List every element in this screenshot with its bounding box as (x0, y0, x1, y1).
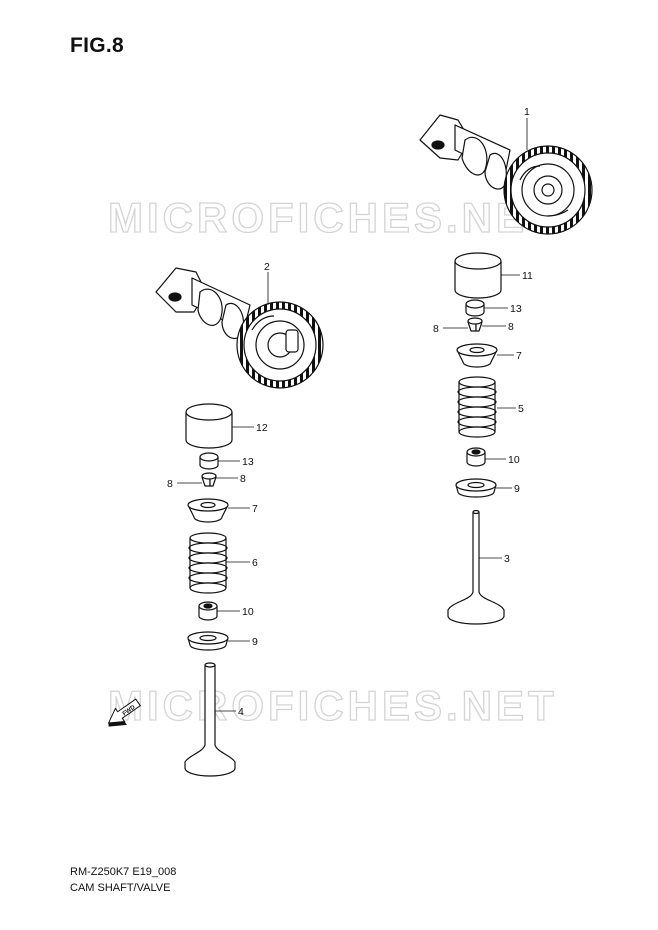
watermark-top: MICROFICHES.NET (108, 194, 558, 241)
tappet-11 (454, 252, 502, 299)
callout-10-right: 10 (508, 454, 520, 466)
watermark-bottom: MICROFICHES.NET (108, 682, 558, 729)
callout-13-left: 13 (242, 456, 254, 468)
leader-lines (177, 118, 528, 712)
callout-8-left-a: 8 (167, 478, 173, 490)
spring-6 (188, 532, 228, 594)
callout-7-right: 7 (516, 350, 522, 362)
callout-11: 11 (522, 270, 533, 282)
callout-3: 3 (504, 553, 510, 565)
seal-10-left (198, 601, 218, 621)
callout-2: 2 (264, 261, 270, 273)
callout-9-right: 9 (514, 483, 520, 495)
callout-8-left-b: 8 (240, 473, 246, 485)
figure-title: FIG.8 (70, 34, 125, 57)
tappet-12 (185, 403, 233, 449)
cotter-8-right (467, 317, 483, 332)
callout-8-right-b: 8 (508, 321, 514, 333)
callout-6: 6 (252, 557, 258, 569)
callout-5: 5 (518, 403, 524, 415)
retainer-7-left (187, 498, 229, 523)
callout-8-right-a: 8 (433, 323, 439, 335)
seal-10-right (466, 447, 486, 467)
shim-13-left (199, 452, 219, 470)
seat-9-right (455, 478, 497, 498)
callout-4: 4 (238, 706, 244, 718)
callout-13-right: 13 (510, 303, 522, 315)
cotter-8-left (201, 472, 217, 487)
callout-1: 1 (524, 106, 530, 118)
footer-diagram-name: CAM SHAFT/VALVE (70, 882, 171, 894)
spring-5 (457, 376, 497, 438)
camshaft-intake (155, 267, 324, 389)
seat-9-left (187, 631, 229, 651)
valve-4 (184, 662, 236, 777)
footer-diagram-code: RM-Z250K7 E19_008 (70, 866, 177, 878)
callout-7-left: 7 (252, 503, 258, 515)
callout-10-left: 10 (242, 606, 254, 618)
camshaft-exhaust (419, 114, 593, 235)
shim-13-right (465, 299, 485, 317)
valve-3 (447, 509, 505, 625)
callout-12: 12 (256, 422, 268, 434)
callout-9-left: 9 (252, 636, 258, 648)
retainer-7-right (456, 343, 498, 368)
